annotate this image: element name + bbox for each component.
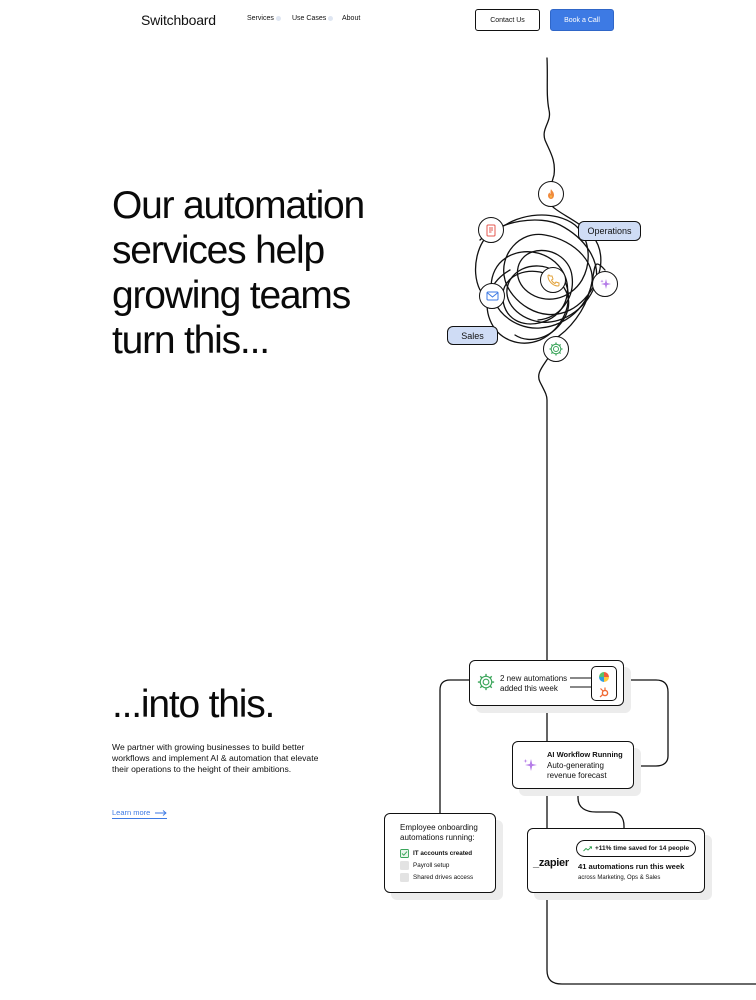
document-icon-node — [478, 217, 504, 243]
hero-title-line: growing teams — [112, 274, 351, 317]
zapier-headline: 41 automations run this week — [578, 862, 685, 871]
operations-bubble: Operations — [578, 221, 641, 241]
nav-services[interactable]: Services — [247, 15, 281, 22]
hero-title-line: services help — [112, 229, 325, 272]
task-label: Payroll setup — [413, 862, 450, 869]
time-saved-label: +11% time saved for 14 people — [595, 845, 690, 852]
nav-use-cases[interactable]: Use Cases — [292, 15, 334, 22]
onboarding-title-line-1: Employee onboarding — [400, 823, 478, 832]
section-title: ...into this. — [112, 683, 275, 726]
sales-bubble: Sales — [447, 326, 498, 345]
automations-line-1: 2 new automations — [500, 674, 568, 683]
hero-title-line: Our automation — [112, 184, 365, 227]
zapier-stats-card: +11% time saved for 14 people _zapier 41… — [527, 828, 705, 893]
arrow-right-icon — [155, 809, 168, 816]
learn-more-link[interactable]: Learn more — [112, 808, 168, 819]
phone-icon — [546, 273, 559, 287]
nav-services-label: Services — [247, 15, 274, 22]
phone-icon-node — [540, 267, 566, 293]
trend-up-icon — [583, 845, 592, 851]
checkbox-checked-icon — [400, 849, 409, 858]
mail-icon-node — [479, 283, 505, 309]
contact-us-button[interactable]: Contact Us — [475, 9, 540, 31]
book-a-call-button[interactable]: Book a Call — [550, 9, 614, 31]
onboarding-title-line-2: automations running: — [400, 833, 475, 842]
gear-icon — [477, 673, 495, 691]
zapier-logo: _zapier — [533, 857, 569, 869]
task-item: Payroll setup — [400, 861, 449, 870]
sparkle-icon — [599, 278, 611, 289]
fire-icon-node — [538, 181, 564, 207]
nav-use-cases-label: Use Cases — [292, 15, 327, 22]
brand-logo[interactable]: Switchboard — [141, 12, 216, 28]
gear-icon — [549, 342, 563, 356]
nav-about[interactable]: About — [342, 15, 360, 22]
hero-title-line: turn this... — [112, 319, 270, 362]
app-logos-stack — [591, 666, 617, 701]
connector-lines-mini — [570, 677, 592, 688]
document-icon — [486, 224, 496, 236]
automations-line-2: added this week — [500, 684, 558, 693]
checkbox-empty-icon — [400, 861, 409, 870]
hero-title: Our automation services help growing tea… — [112, 183, 412, 363]
nav-about-label: About — [342, 15, 361, 22]
sparkle-icon — [523, 759, 537, 771]
new-automations-card: 2 new automations added this week — [469, 660, 624, 706]
chevron-down-icon — [328, 16, 334, 21]
pinwheel-logo-icon — [599, 672, 609, 682]
task-label: Shared drives access — [413, 874, 474, 881]
task-item: Shared drives access — [400, 873, 473, 882]
learn-more-label: Learn more — [112, 808, 151, 817]
hubspot-logo-icon — [599, 687, 609, 698]
onboarding-card: Employee onboarding automations running:… — [384, 813, 496, 893]
mail-icon — [486, 291, 498, 301]
ai-card-line-1: Auto-generating — [547, 761, 604, 770]
section-description: We partner with growing businesses to bu… — [112, 742, 319, 775]
chevron-down-icon — [275, 16, 281, 21]
gear-icon-node — [543, 336, 569, 362]
ai-card-line-2: revenue forecast — [547, 771, 607, 780]
ai-workflow-card: AI Workflow Running Auto-generating reve… — [512, 741, 634, 789]
zapier-subtext: across Marketing, Ops & Sales — [578, 875, 661, 881]
task-label: IT accounts created — [413, 850, 473, 857]
task-item: IT accounts created — [400, 849, 472, 858]
fire-icon — [548, 189, 554, 199]
time-saved-badge: +11% time saved for 14 people — [576, 840, 697, 857]
ai-card-title: AI Workflow Running — [547, 750, 623, 759]
sparkle-icon-node — [592, 271, 618, 297]
checkbox-empty-icon — [400, 873, 409, 882]
